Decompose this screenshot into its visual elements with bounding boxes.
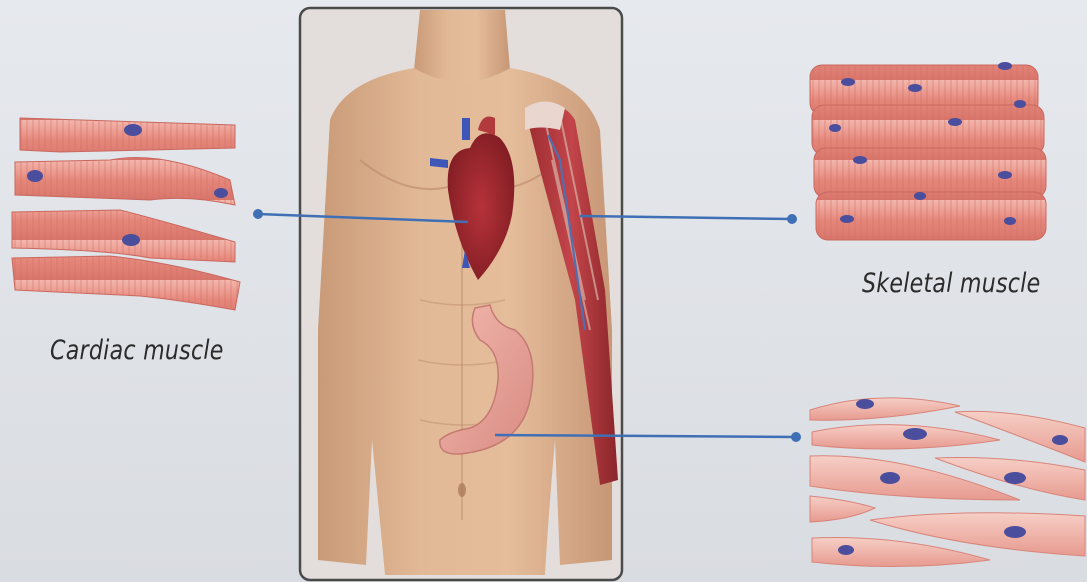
- smooth-muscle-cells: [810, 398, 1085, 567]
- body-illustration-panel: [300, 8, 622, 580]
- nucleus: [122, 234, 140, 246]
- skeletal-muscle-label: Skeletal muscle: [862, 268, 1040, 299]
- cardiac-muscle-label: Cardiac muscle: [50, 335, 224, 366]
- nucleus: [124, 124, 142, 136]
- nucleus: [27, 170, 43, 182]
- nucleus: [214, 188, 228, 198]
- connector-dot: [791, 432, 801, 442]
- connector-dot: [253, 209, 263, 219]
- human-torso-illustration: [318, 10, 612, 575]
- skeletal-muscle-fibers: [810, 62, 1046, 240]
- cardiac-muscle-cells: [12, 118, 240, 310]
- connector-dot: [787, 214, 797, 224]
